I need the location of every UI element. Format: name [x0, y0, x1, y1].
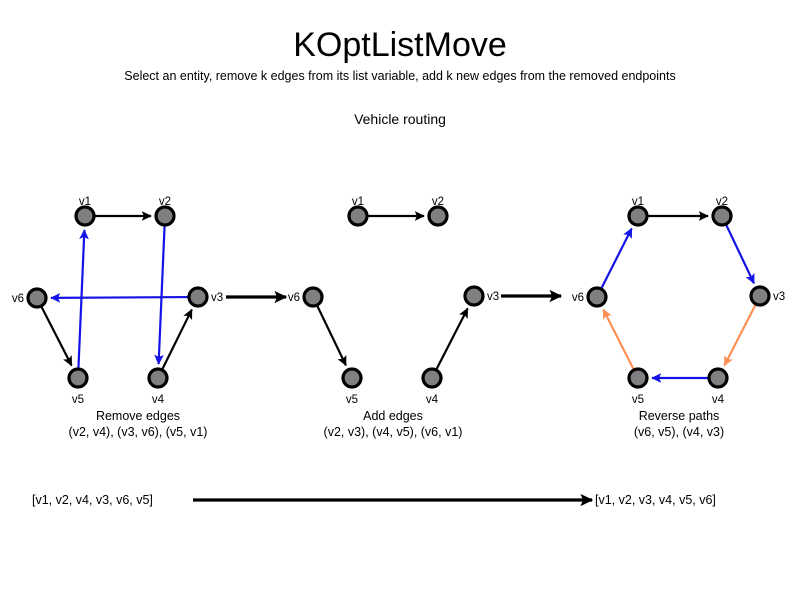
node-v1[interactable]: v1: [74, 196, 96, 227]
nodes-group: v1 v2 v6 v3 v5 v4 v1 v2 v6 v3 v5 v4 v1 v2 v6 v3 v5 v4: [12, 196, 785, 406]
node-v3[interactable]: v3: [187, 286, 223, 308]
node-label-v5: v5: [346, 394, 358, 406]
node-v4[interactable]: v4: [147, 367, 169, 406]
node-v4[interactable]: v4: [421, 367, 443, 406]
edge-v5-to-v6: [602, 308, 635, 370]
footer-list-before: [v1, v2, v4, v3, v6, v5]: [32, 493, 153, 507]
page-title: KOptListMove: [293, 26, 507, 64]
node-label-v2: v2: [432, 196, 444, 208]
node-label-v3: v3: [773, 291, 785, 303]
node-v3[interactable]: v3: [749, 285, 785, 307]
node-label-v6: v6: [288, 292, 300, 304]
node-label-v1: v1: [352, 196, 364, 208]
node-v6[interactable]: v6: [288, 286, 324, 308]
node-label-v6: v6: [12, 293, 24, 305]
node-v6[interactable]: v6: [572, 286, 608, 308]
edge-v2-to-v3: [725, 225, 755, 285]
edge-v6-to-v5: [316, 305, 347, 367]
caption-detail-panel-reverse: (v6, v5), (v4, v3): [633, 425, 725, 439]
section-label-vehicle-routing: Vehicle routing: [354, 111, 446, 127]
node-label-v2: v2: [716, 196, 728, 208]
edges-group: [40, 211, 757, 507]
node-v2[interactable]: v2: [427, 196, 449, 227]
edge-v4-to-v3: [435, 307, 469, 370]
node-label-v5: v5: [632, 394, 644, 406]
node-v4[interactable]: v4: [707, 367, 729, 406]
node-label-v6: v6: [572, 292, 584, 304]
node-label-v5: v5: [72, 394, 84, 406]
edge-v6-to-v5: [40, 306, 73, 367]
node-label-v1: v1: [632, 196, 644, 208]
edge-v6-to-v1: [600, 227, 633, 289]
caption-panel-reverse: Reverse paths (v6, v5), (v4, v3): [479, 408, 800, 440]
edge-v4-to-v3: [161, 308, 193, 370]
node-label-v4: v4: [712, 394, 725, 406]
node-label-v2: v2: [159, 196, 171, 208]
caption-title-panel-add: Add edges: [363, 409, 423, 423]
node-v1[interactable]: v1: [347, 196, 369, 227]
node-v6[interactable]: v6: [12, 287, 48, 309]
caption-title-panel-reverse: Reverse paths: [638, 409, 720, 423]
node-label-v3: v3: [211, 292, 223, 304]
caption-detail-panel-add: (v2, v3), (v4, v5), (v6, v1): [323, 425, 463, 439]
node-v5[interactable]: v5: [627, 367, 649, 406]
node-v2[interactable]: v2: [711, 196, 733, 227]
node-label-v4: v4: [426, 394, 439, 406]
node-v1[interactable]: v1: [627, 196, 649, 227]
caption-panel-add: Add edges (v2, v3), (v4, v5), (v6, v1): [193, 408, 593, 440]
edge-v5-to-v1: [77, 229, 89, 368]
node-v5[interactable]: v5: [341, 367, 363, 406]
page-subtitle: Select an entity, remove k edges from it…: [124, 69, 676, 83]
node-label-v3: v3: [487, 291, 499, 303]
node-v3[interactable]: v3: [463, 285, 499, 307]
footer-list-after: [v1, v2, v3, v4, v5, v6]: [595, 493, 716, 507]
edge-v3-to-v4: [723, 304, 757, 367]
node-v5[interactable]: v5: [67, 367, 89, 406]
edge-v2-to-v4: [154, 226, 166, 365]
node-label-v1: v1: [79, 196, 91, 208]
caption-title-panel-remove: Remove edges: [95, 409, 181, 423]
caption-panel-remove: Remove edges (v2, v4), (v3, v6), (v5, v1): [0, 408, 338, 440]
node-label-v4: v4: [152, 394, 165, 406]
caption-detail-panel-remove: (v2, v4), (v3, v6), (v5, v1): [68, 425, 208, 439]
edge-v3-to-v6: [50, 293, 188, 303]
node-v2[interactable]: v2: [154, 196, 176, 227]
